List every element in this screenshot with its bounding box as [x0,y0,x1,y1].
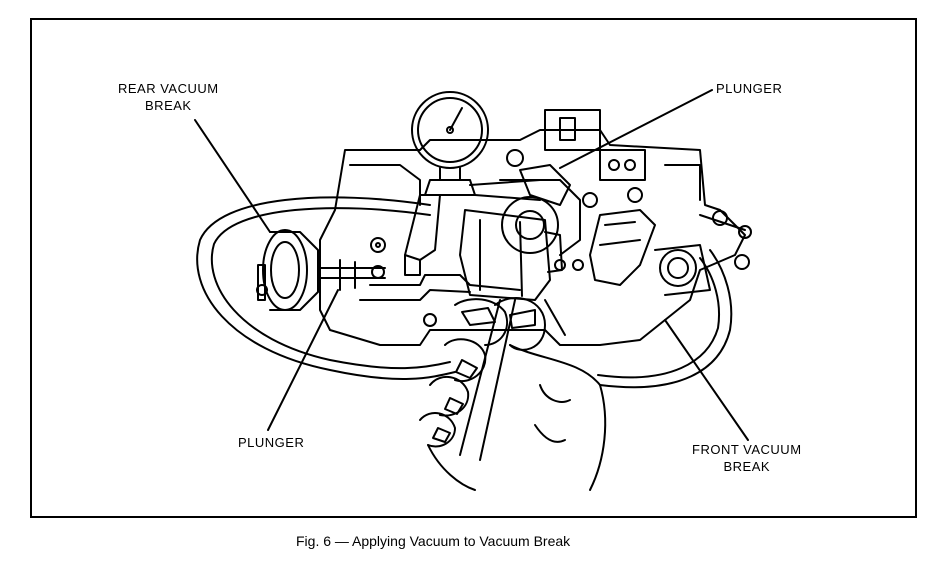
label-rear-vacuum-break-line1: REAR VACUUM [118,81,219,96]
label-plunger-bottom: PLUNGER [238,435,305,450]
rear-vacuum-break-shape [256,229,319,311]
label-rear-vacuum-break: REAR VACUUM BREAK [118,80,219,114]
leader-rear-vacuum-break [194,119,271,233]
leader-plunger-top [559,89,713,169]
hand-shape [419,296,607,491]
figure-caption: Fig. 6 — Applying Vacuum to Vacuum Break [296,533,571,549]
vacuum-gauge-shape [404,91,541,276]
label-front-vacuum-break: FRONT VACUUM BREAK [692,441,802,475]
rear-plunger-shape [317,259,386,291]
leader-front-vacuum-break [664,319,749,441]
label-front-vacuum-break-line1: FRONT VACUUM [692,442,802,457]
label-plunger-top: PLUNGER [716,81,783,96]
vacuum-pump-shape [459,209,566,461]
figure-frame [30,18,917,518]
label-rear-vacuum-break-line2: BREAK [145,98,192,113]
carburetor-body [319,129,746,346]
leader-plunger-bottom [267,289,339,431]
label-front-vacuum-break-line2: BREAK [723,459,771,474]
front-plunger-shape [519,164,571,206]
vacuum-hose-loop [196,196,456,380]
front-vacuum-break-shape [589,209,711,296]
